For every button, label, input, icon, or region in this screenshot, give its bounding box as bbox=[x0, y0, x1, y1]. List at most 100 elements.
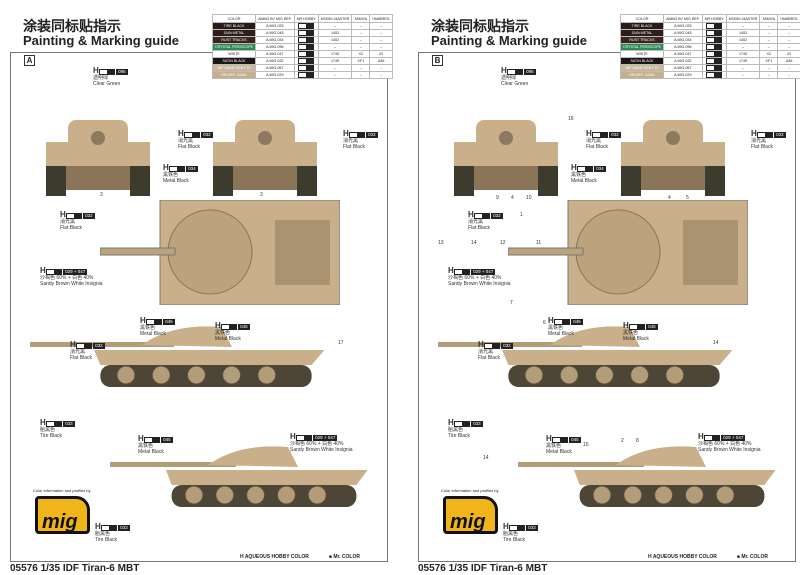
ammo-ref: A.MIG-047 bbox=[663, 50, 703, 58]
hobby-ref bbox=[293, 43, 319, 51]
model-master-ref: – bbox=[725, 64, 761, 72]
tamiya-ref: – bbox=[351, 43, 371, 51]
humbrol-ref: – bbox=[777, 22, 800, 30]
tamiya-ref: – bbox=[759, 64, 779, 72]
hobby-ref bbox=[293, 71, 319, 79]
humbrol-ref: – bbox=[369, 64, 394, 72]
color-name: IDF SAND GREY 73 bbox=[619, 64, 665, 72]
ammo-ref: A.MIG-067 bbox=[255, 64, 295, 72]
humbrol-ref: – bbox=[777, 36, 800, 44]
ammo-ref: A.MIG-034 bbox=[663, 36, 703, 44]
humbrol-ref: 22 bbox=[777, 50, 800, 58]
tank-front-view bbox=[213, 120, 317, 196]
color-name: RUST TRACKS bbox=[619, 36, 665, 44]
panel-frame bbox=[10, 52, 388, 562]
part-number: 3 bbox=[260, 192, 263, 198]
model-master-ref: 1402 bbox=[725, 29, 761, 37]
table-header: HUMBROL bbox=[369, 14, 394, 23]
color-name: WHITE bbox=[619, 50, 665, 58]
part-number: 11 bbox=[536, 240, 542, 246]
tamiya-ref: – bbox=[351, 36, 371, 44]
tamiya-ref: X2 bbox=[351, 50, 371, 58]
tamiya-ref: – bbox=[759, 71, 779, 79]
humbrol-ref: A46 bbox=[777, 57, 800, 65]
humbrol-ref: A46 bbox=[369, 57, 394, 65]
logo-caption: Color information and profiles by bbox=[441, 488, 499, 493]
kit-title: 05576 1/35 IDF Tiran-6 MBT bbox=[10, 563, 140, 574]
table-header: COLOR bbox=[619, 14, 665, 23]
hobby-ref bbox=[293, 57, 319, 65]
humbrol-ref: 22 bbox=[369, 50, 394, 58]
part-number: 2 bbox=[621, 438, 624, 444]
part-number: 1 bbox=[520, 212, 523, 218]
title-english: Painting & Marking guide bbox=[23, 33, 180, 48]
title-chinese: 涂装同标贴指示 bbox=[431, 18, 529, 34]
hobby-ref bbox=[293, 22, 319, 30]
part-number: 9 bbox=[496, 195, 499, 201]
table-header: HUMBROL bbox=[777, 14, 800, 23]
tamiya-ref: – bbox=[351, 64, 371, 72]
model-master-ref: 1749 bbox=[317, 57, 353, 65]
color-name: RUST TRACKS bbox=[211, 36, 257, 44]
model-master-ref: – bbox=[725, 43, 761, 51]
tamiya-ref: – bbox=[759, 36, 779, 44]
model-master-ref: – bbox=[317, 64, 353, 72]
tank-front-view bbox=[454, 120, 558, 196]
table-header: MODEL MASTER bbox=[317, 14, 353, 23]
panel-a: 涂装同标贴指示 Painting & Marking guide A COLOR… bbox=[0, 0, 394, 575]
ammo-ref: A.MIG-045 bbox=[255, 29, 295, 37]
part-number: 10 bbox=[526, 195, 532, 201]
part-number: 14 bbox=[713, 340, 719, 346]
model-master-ref: 1745 bbox=[725, 50, 761, 58]
hobby-ref bbox=[701, 36, 727, 44]
table-header: MODEL MASTER bbox=[725, 14, 761, 23]
paint-legend: H AQUEOUS HOBBY COLOR■ Mr. COLOR bbox=[648, 554, 768, 560]
part-number: 5 bbox=[686, 195, 689, 201]
ammo-ref: A.MIG-034 bbox=[255, 36, 295, 44]
part-number: 14 bbox=[483, 455, 489, 461]
hobby-ref bbox=[701, 57, 727, 65]
humbrol-ref: – bbox=[369, 36, 394, 44]
part-number: 4 bbox=[511, 195, 514, 201]
ammo-ref: A.MIG-067 bbox=[663, 64, 703, 72]
hobby-ref bbox=[701, 71, 727, 79]
model-master-ref: – bbox=[725, 71, 761, 79]
ammo-ref: A.MIG-096 bbox=[663, 43, 703, 51]
ammo-mig-logo: mig bbox=[443, 496, 498, 534]
tamiya-ref: – bbox=[351, 29, 371, 37]
color-name: SATIN BLACK bbox=[211, 57, 257, 65]
part-number: 13 bbox=[438, 240, 444, 246]
humbrol-ref: – bbox=[369, 29, 394, 37]
model-master-ref: 1402 bbox=[317, 29, 353, 37]
model-master-ref: – bbox=[317, 71, 353, 79]
table-header: TAMIYA bbox=[759, 14, 779, 23]
model-master-ref: 1402 bbox=[317, 36, 353, 44]
color-name: GUN METAL bbox=[619, 29, 665, 37]
color-name: TIRE BLACK bbox=[211, 22, 257, 30]
tank-front-view bbox=[621, 120, 725, 196]
ammo-ref: A.MIG-032 bbox=[663, 57, 703, 65]
color-name: IDF SAND GREY 73 bbox=[211, 64, 257, 72]
